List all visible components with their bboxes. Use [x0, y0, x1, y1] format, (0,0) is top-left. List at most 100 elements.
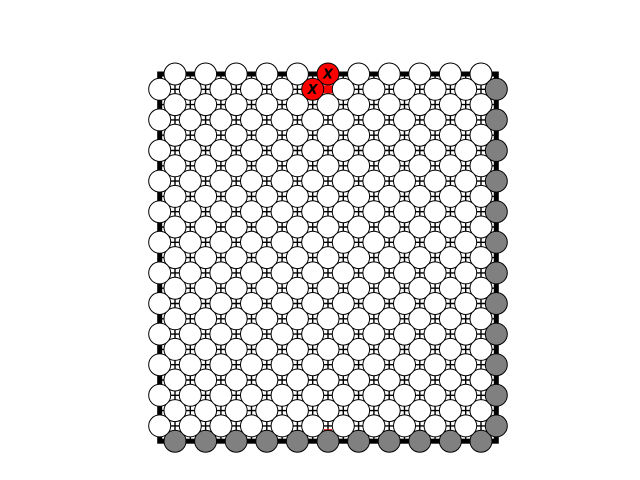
bead [316, 307, 340, 331]
bead [255, 62, 279, 86]
bead [301, 414, 325, 438]
bead [362, 169, 386, 193]
bead [209, 292, 233, 315]
bead [285, 215, 309, 239]
bead [224, 62, 248, 86]
bead [408, 368, 432, 392]
bead [331, 353, 355, 377]
bead [163, 215, 187, 239]
bead [377, 93, 401, 117]
bead [240, 169, 263, 193]
bead [178, 353, 202, 377]
bead [408, 93, 432, 117]
bead [255, 399, 279, 423]
bead [347, 215, 371, 239]
bead [270, 230, 294, 254]
bead [408, 184, 432, 208]
bead [163, 184, 187, 208]
bead [301, 230, 325, 254]
bead [240, 383, 263, 407]
bead [240, 77, 263, 101]
bead [224, 246, 248, 270]
bead [408, 123, 432, 147]
bead [454, 139, 478, 162]
edge-bead [484, 261, 508, 285]
bead [224, 154, 248, 178]
bead [194, 368, 218, 392]
bead [331, 292, 355, 315]
bead [423, 383, 447, 407]
bead [224, 399, 248, 423]
bead [469, 93, 493, 117]
bead [423, 322, 447, 346]
edge-bead [285, 429, 309, 453]
edge-bead [484, 322, 508, 346]
bead [148, 139, 172, 162]
bead [423, 353, 447, 377]
bead [469, 154, 493, 178]
bead [469, 276, 493, 300]
bead [163, 307, 187, 331]
bead [194, 337, 218, 361]
bead [270, 353, 294, 377]
edge-bead [408, 429, 432, 453]
edge-bead [224, 429, 248, 453]
bead [194, 154, 218, 178]
bead [316, 399, 340, 423]
bead [255, 215, 279, 239]
bead [148, 414, 172, 438]
bead [408, 399, 432, 423]
bead [377, 307, 401, 331]
bead [209, 77, 233, 101]
bead [285, 276, 309, 300]
bead [255, 246, 279, 270]
bead [469, 337, 493, 361]
bead [393, 322, 416, 346]
bead [438, 246, 462, 270]
bead [301, 353, 325, 377]
bead [163, 368, 187, 392]
bead [408, 62, 432, 86]
bead [270, 292, 294, 315]
bead [423, 414, 447, 438]
lattice-beads [148, 62, 508, 453]
bead [163, 399, 187, 423]
bead [194, 307, 218, 331]
edge-bead [484, 169, 508, 193]
bead [270, 322, 294, 346]
bead [331, 77, 355, 101]
bead [285, 246, 309, 270]
bead [240, 139, 263, 162]
bead [270, 200, 294, 224]
bead [469, 246, 493, 270]
edge-bead [438, 429, 462, 453]
bead [393, 77, 416, 101]
bead [469, 123, 493, 147]
bead [224, 337, 248, 361]
bead [362, 77, 386, 101]
edge-bead [484, 108, 508, 132]
bead [331, 230, 355, 254]
bead [393, 383, 416, 407]
bead [240, 353, 263, 377]
bead [423, 292, 447, 315]
bead [408, 337, 432, 361]
bead [301, 261, 325, 285]
bead [209, 414, 233, 438]
bead [270, 139, 294, 162]
bead [377, 62, 401, 86]
bead [240, 414, 263, 438]
bead [393, 169, 416, 193]
bead [454, 353, 478, 377]
bead [194, 276, 218, 300]
bead [377, 368, 401, 392]
bead [331, 108, 355, 132]
bead [209, 230, 233, 254]
bead [270, 77, 294, 101]
bead [148, 322, 172, 346]
bead [438, 123, 462, 147]
bead [194, 62, 218, 86]
bead [347, 276, 371, 300]
edge-bead [194, 429, 218, 453]
